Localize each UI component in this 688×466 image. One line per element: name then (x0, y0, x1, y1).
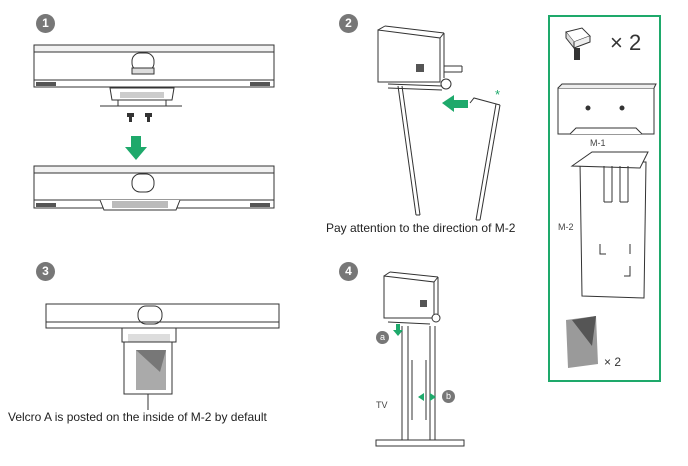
step-4-label-b: b (442, 390, 455, 403)
step1-bracket-m1 (100, 87, 182, 107)
step3-videobar-back (45, 303, 280, 329)
step1-arrow-down (125, 136, 147, 160)
step4-arrow-a (393, 324, 403, 336)
step-2-caption: Pay attention to the direction of M-2 (326, 221, 516, 235)
parts-screw-icon (565, 27, 591, 60)
step2-videobar-side (377, 25, 463, 91)
step-4-tv-label: TV (376, 400, 388, 410)
step-1-badge: 1 (36, 14, 55, 33)
step-3-caption: Velcro A is posted on the inside of M-2 … (8, 410, 267, 424)
step2-bracket-m1-leg (397, 85, 421, 216)
parts-list-box (548, 15, 661, 382)
velcro-quantity: × 2 (604, 355, 622, 369)
step-4-label-a: a (376, 331, 389, 344)
step4-tv-stand (375, 326, 465, 447)
step2-arrow-left (442, 95, 468, 112)
parts-m1-plate (557, 83, 657, 135)
step2-bracket-m2 (469, 97, 501, 221)
step-3-badge: 3 (36, 262, 55, 281)
step-2-badge: 2 (339, 14, 358, 33)
parts-velcro-pad (566, 316, 598, 368)
step4-videobar-side (383, 271, 441, 325)
m1-label: M-1 (590, 138, 606, 148)
step1-videobar-top (33, 44, 275, 88)
step3-bracket-m2 (121, 327, 177, 410)
step4-arrows-b (418, 393, 436, 401)
m2-label: M-2 (558, 222, 574, 232)
step-2-direction-mark: * (495, 87, 501, 102)
parts-m2-plate (570, 151, 649, 299)
screws-quantity: × 2 (610, 30, 642, 55)
step1-videobar-bottom (33, 165, 275, 211)
step1-screws (127, 113, 152, 122)
step-4-badge: 4 (339, 262, 358, 281)
